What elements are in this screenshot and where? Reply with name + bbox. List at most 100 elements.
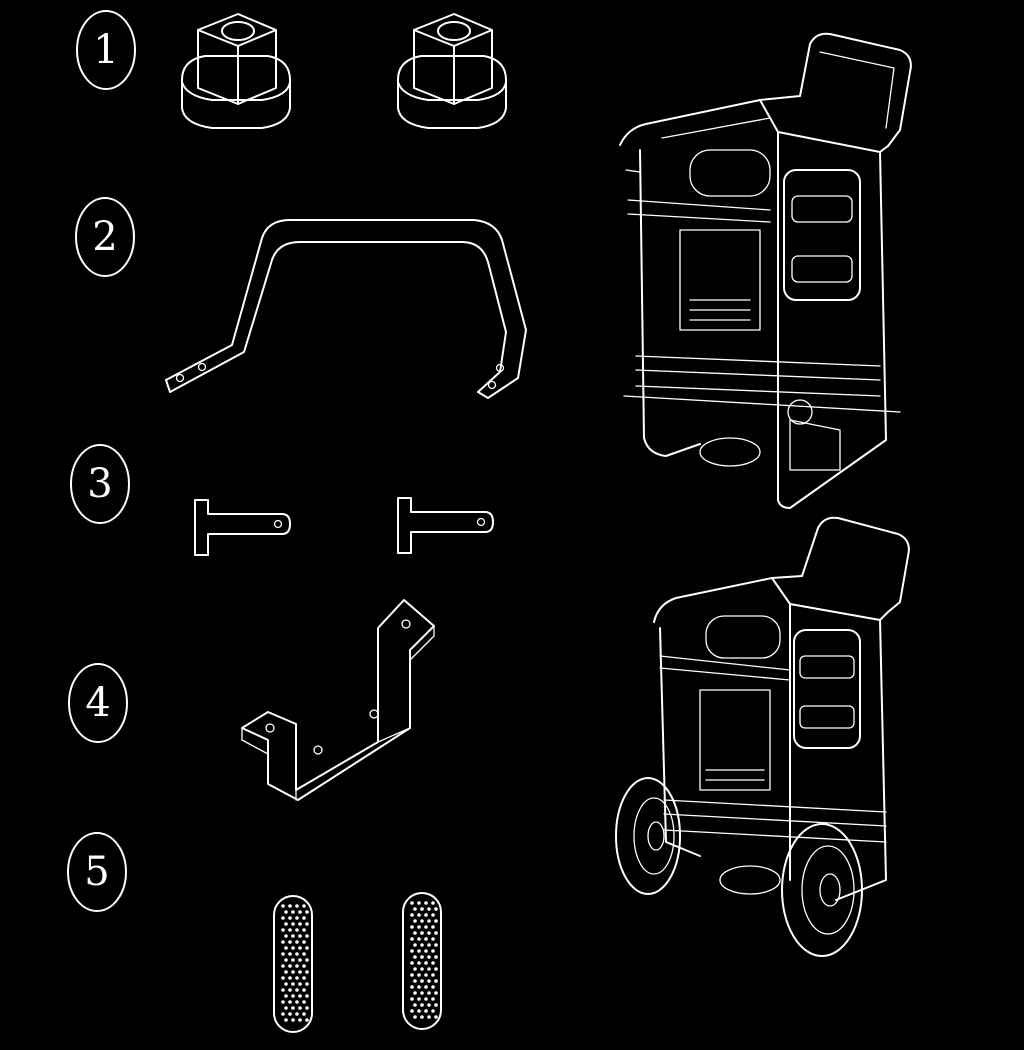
tread-dot xyxy=(431,1009,435,1013)
tread-dot xyxy=(288,1012,292,1016)
tread-dot xyxy=(302,940,306,944)
tread-dot xyxy=(291,934,295,938)
tread-dot xyxy=(413,1015,417,1019)
tread-dot xyxy=(302,904,306,908)
tread-dot xyxy=(305,922,309,926)
tread-dot xyxy=(424,913,428,917)
tread-dot xyxy=(305,934,309,938)
tread-dot xyxy=(281,940,285,944)
tread-dot xyxy=(410,997,414,1001)
tread-dot xyxy=(288,964,292,968)
tread-dot xyxy=(302,1000,306,1004)
generator-before-assembly xyxy=(619,32,912,509)
tread-dot xyxy=(431,985,435,989)
tread-dot xyxy=(410,961,414,965)
tread-dot xyxy=(288,940,292,944)
wheel-strip-right xyxy=(402,892,442,1030)
tread-dot xyxy=(305,1018,309,1022)
tread-dot xyxy=(298,970,302,974)
tread-dot xyxy=(295,964,299,968)
tread-dot xyxy=(295,1000,299,1004)
tread-dot xyxy=(413,967,417,971)
callout-5-label: 5 xyxy=(84,849,109,895)
tread-dot xyxy=(281,904,285,908)
tread-dot xyxy=(427,931,431,935)
tread-dot xyxy=(284,1018,288,1022)
tread-dot xyxy=(302,976,306,980)
tread-dot xyxy=(298,958,302,962)
callout-4: 4 xyxy=(68,663,128,743)
callout-3: 3 xyxy=(70,444,130,524)
tread-dot xyxy=(434,967,438,971)
callout-1-label: 1 xyxy=(93,27,118,73)
tread-dot xyxy=(417,937,421,941)
tread-dot xyxy=(434,1015,438,1019)
tread-dot xyxy=(288,988,292,992)
tread-dot xyxy=(420,991,424,995)
tread-dot xyxy=(284,910,288,914)
tread-dot xyxy=(284,994,288,998)
tread-dot xyxy=(434,991,438,995)
tread-dot xyxy=(281,928,285,932)
tread-dot xyxy=(288,916,292,920)
tread-dot xyxy=(431,961,435,965)
tread-dot xyxy=(420,979,424,983)
callout-4-label: 4 xyxy=(85,680,110,726)
tread-dot xyxy=(302,988,306,992)
tread-dot xyxy=(305,958,309,962)
tread-dot xyxy=(434,955,438,959)
wheel-strip-left xyxy=(273,895,313,1033)
tread-dot xyxy=(413,979,417,983)
tread-dot xyxy=(420,1015,424,1019)
callout-5: 5 xyxy=(67,832,127,912)
tread-dot xyxy=(434,979,438,983)
pin-left xyxy=(194,499,291,556)
tread-dot xyxy=(427,907,431,911)
tread-dot xyxy=(302,952,306,956)
tread-dot xyxy=(291,982,295,986)
tread-dot xyxy=(420,955,424,959)
tread-dot xyxy=(434,1003,438,1007)
tread-dot xyxy=(295,1012,299,1016)
hex-nut-right xyxy=(397,13,507,129)
tread-dot xyxy=(281,1012,285,1016)
tread-dot xyxy=(413,1003,417,1007)
tread-dot xyxy=(305,1006,309,1010)
tread-dot xyxy=(295,940,299,944)
tread-dot xyxy=(298,994,302,998)
tread-dot xyxy=(434,907,438,911)
tread-dot xyxy=(417,949,421,953)
hex-nut-left xyxy=(181,13,291,129)
tread-dot xyxy=(424,925,428,929)
mounting-bracket xyxy=(241,599,435,801)
tread-dot xyxy=(427,1003,431,1007)
tread-dot xyxy=(298,946,302,950)
tread-dot xyxy=(284,946,288,950)
tread-dot xyxy=(284,970,288,974)
tread-dot xyxy=(298,910,302,914)
tread-dot xyxy=(305,982,309,986)
tread-dot xyxy=(424,1009,428,1013)
tread-dot xyxy=(298,922,302,926)
generator-assembled-with-wheels xyxy=(615,516,910,957)
callout-1: 1 xyxy=(76,10,136,90)
tread-dot xyxy=(434,943,438,947)
callout-2: 2 xyxy=(75,197,135,277)
tread-dot xyxy=(284,922,288,926)
tread-dot xyxy=(431,997,435,1001)
tread-dot xyxy=(420,919,424,923)
tread-dot xyxy=(291,970,295,974)
tread-dot xyxy=(424,937,428,941)
tread-dot xyxy=(302,916,306,920)
tread-dot xyxy=(417,1009,421,1013)
tread-dot xyxy=(291,946,295,950)
tread-dot xyxy=(302,964,306,968)
tread-dot xyxy=(281,952,285,956)
tread-dot xyxy=(410,937,414,941)
tread-dot xyxy=(434,931,438,935)
tread-dot xyxy=(295,976,299,980)
tread-dot xyxy=(295,988,299,992)
tread-dot xyxy=(427,1015,431,1019)
tread-dot xyxy=(295,928,299,932)
